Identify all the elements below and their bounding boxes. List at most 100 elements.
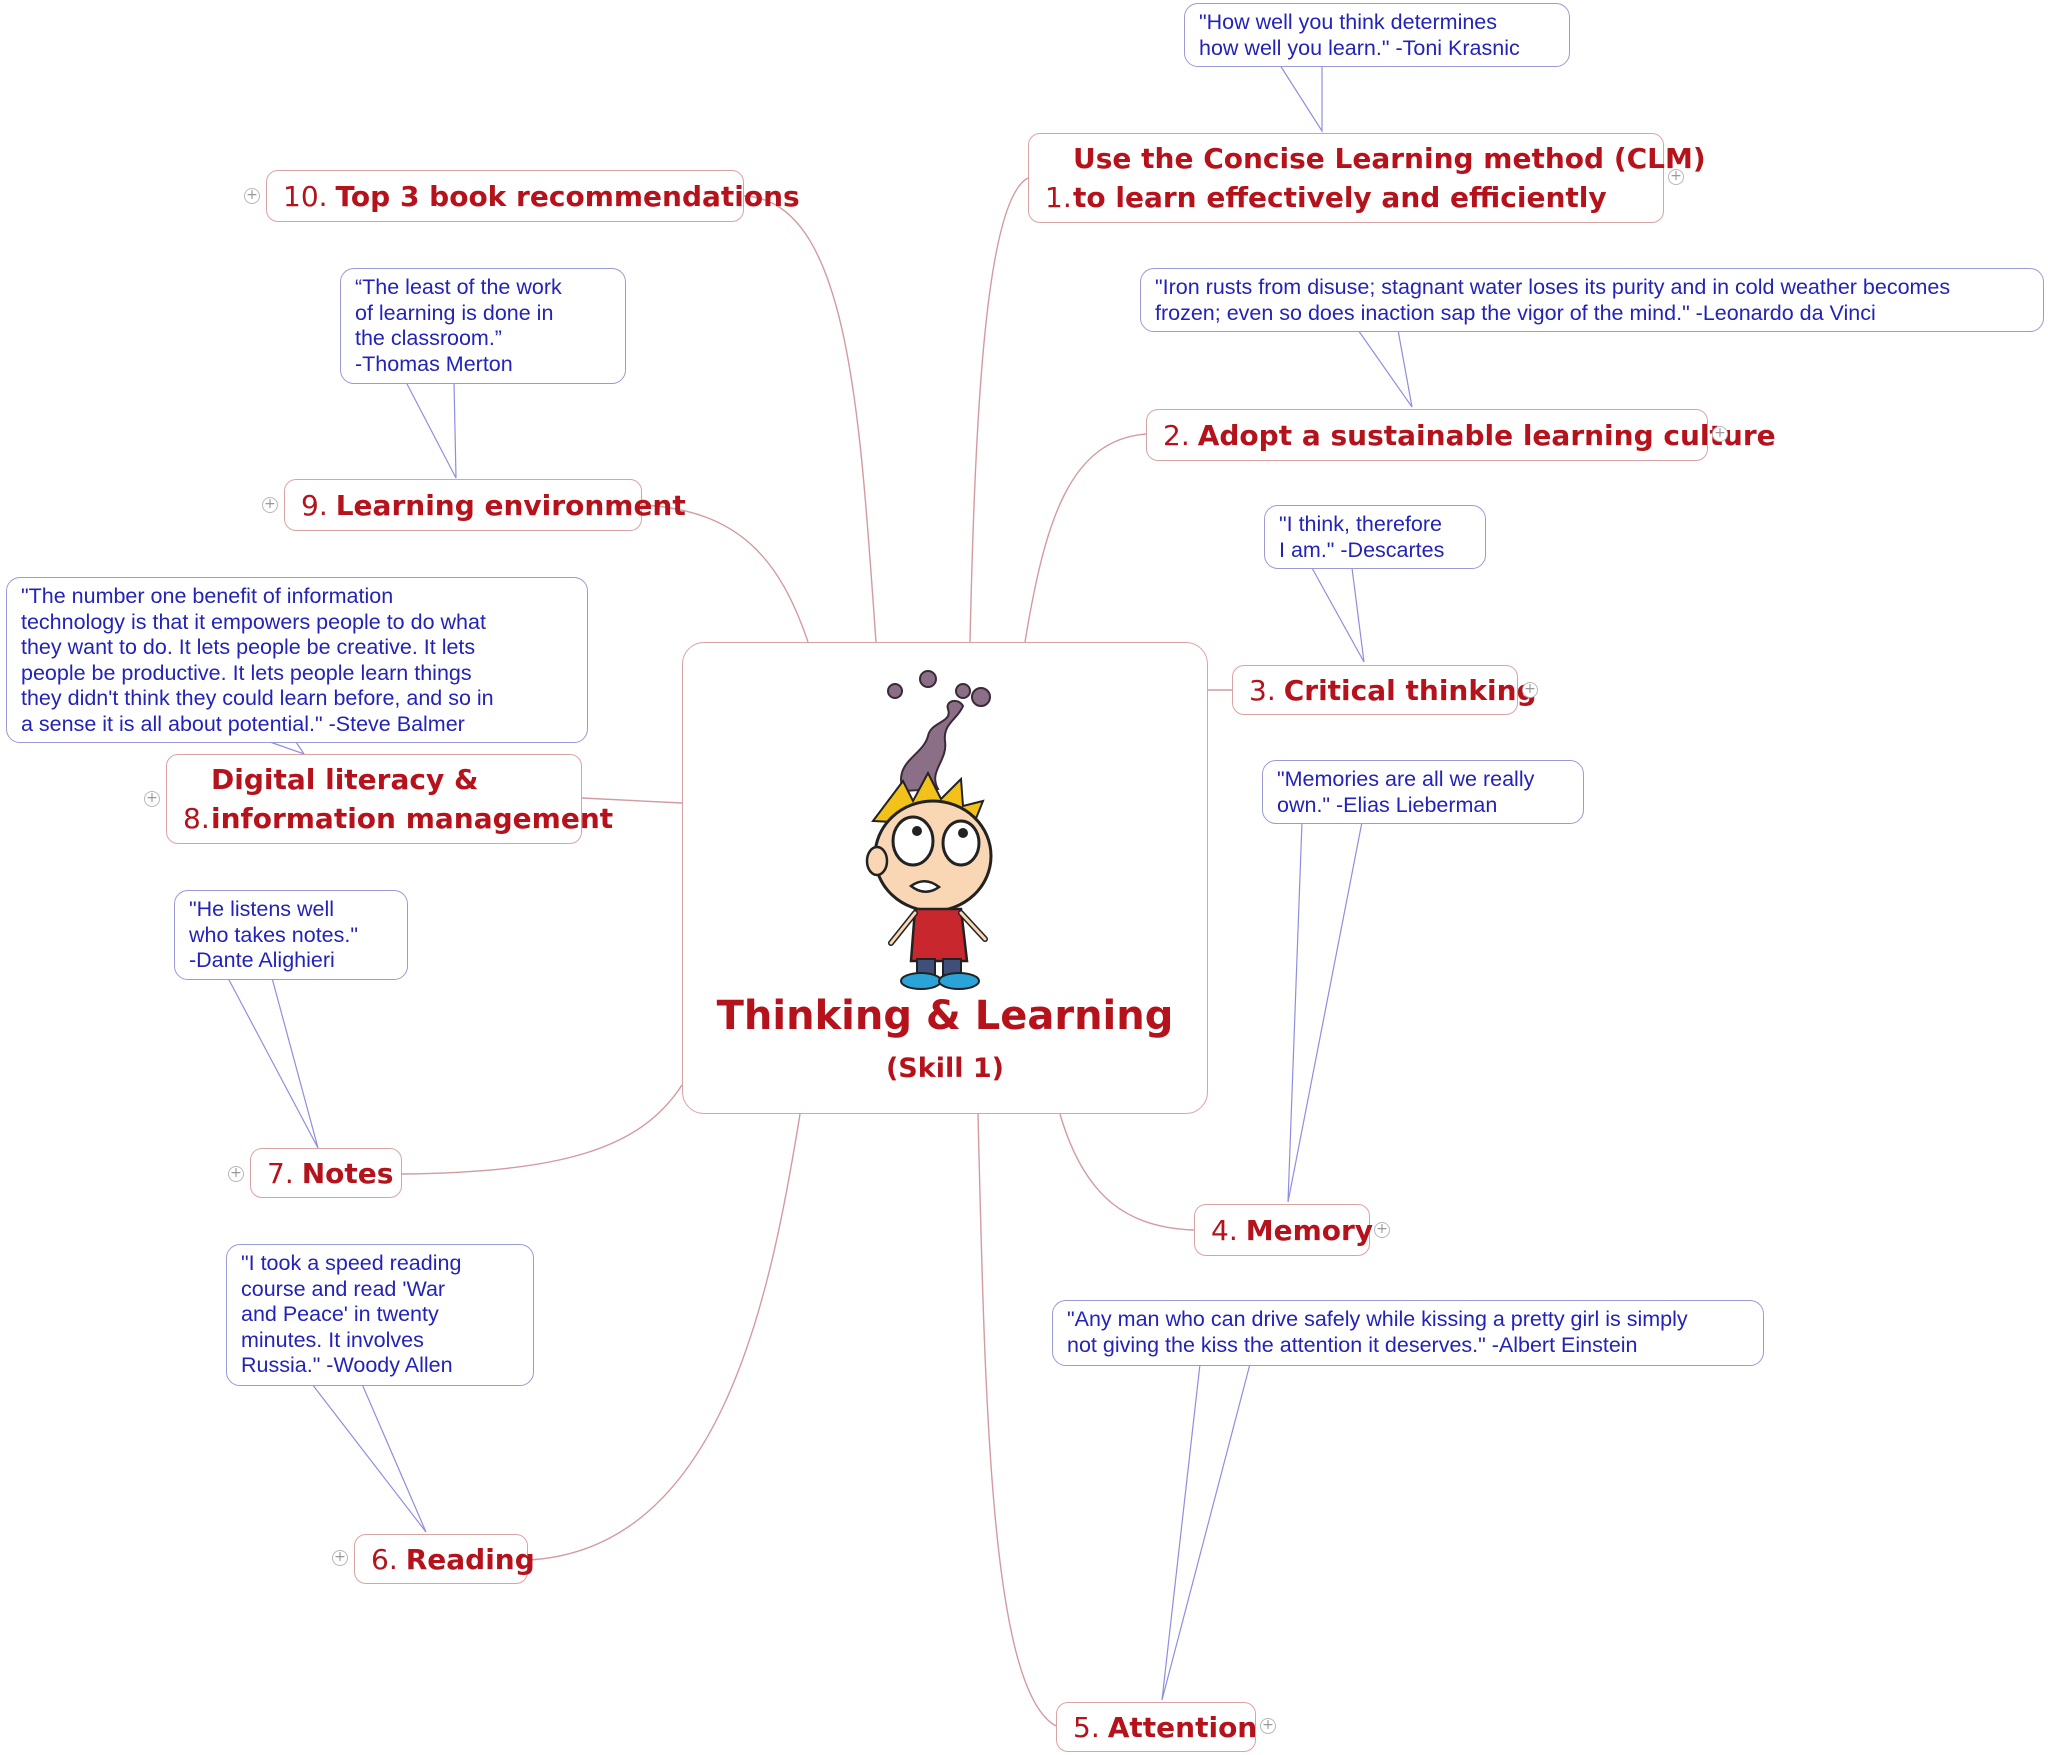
quote-8-line-4: people be productive. It lets people lea… bbox=[21, 660, 472, 685]
topic-10-label: Top 3 book recommendations bbox=[335, 179, 800, 213]
quote-8-line-1: "The number one benefit of information bbox=[21, 584, 394, 608]
topic-10-number: 10. bbox=[283, 179, 328, 213]
topic-9-label: Learning environment bbox=[335, 488, 686, 522]
confused-boy-illustration bbox=[865, 670, 993, 990]
topic-9-number: 9. bbox=[301, 488, 328, 522]
quote-2-line-2: frozen; even so does inaction sap the vi… bbox=[1155, 300, 1876, 325]
quote-callout-1[interactable]: "How well you think determines how well … bbox=[1184, 3, 1570, 67]
quote-8-line-6: a sense it is all about potential." -Ste… bbox=[21, 711, 465, 736]
quote-3-line-2: I am." -Descartes bbox=[1279, 537, 1445, 562]
quote-9-line-2: of learning is done in bbox=[355, 300, 554, 325]
quote-9-line-1: “The least of the work bbox=[355, 275, 562, 299]
pointer-quote-3 bbox=[1311, 567, 1365, 663]
topic-2-label: Adopt a sustainable learning culture bbox=[1197, 418, 1776, 452]
quote-callout-4[interactable]: "Memories are all we really own." -Elias… bbox=[1262, 760, 1584, 824]
quote-8-line-3: they want to do. It lets people be creat… bbox=[21, 635, 476, 660]
topic-8-line-1: Digital literacy & bbox=[211, 763, 479, 796]
quote-2-line-1: "Iron rusts from disuse; stagnant water … bbox=[1155, 275, 1951, 299]
quote-6-line-2: course and read 'War bbox=[241, 1276, 446, 1301]
topic-7[interactable]: 7.Notes bbox=[250, 1148, 402, 1198]
quote-6-line-3: and Peace' in twenty bbox=[241, 1302, 439, 1327]
quote-callout-2[interactable]: "Iron rusts from disuse; stagnant water … bbox=[1140, 268, 2044, 332]
topic-8[interactable]: Digital literacy & 8.information managem… bbox=[166, 754, 613, 844]
pointer-quote-8 bbox=[269, 741, 306, 756]
quote-6-line-1: "I took a speed reading bbox=[241, 1251, 462, 1275]
topic-1-number: 1. bbox=[1045, 181, 1072, 214]
topic-5-number: 5. bbox=[1073, 1710, 1100, 1744]
connector-topic-2 bbox=[1024, 433, 1147, 643]
topic-1-line-1: Use the Concise Learning method (CLM) bbox=[1073, 142, 1706, 175]
topic-3-label: Critical thinking bbox=[1283, 673, 1537, 707]
connector-topic-5 bbox=[977, 1113, 1057, 1727]
topic-6[interactable]: 6.Reading bbox=[354, 1534, 535, 1584]
quote-9-line-3: the classroom.” bbox=[355, 326, 502, 351]
pointer-quote-5 bbox=[1161, 1363, 1251, 1701]
quote-callout-7[interactable]: "He listens well who takes notes." -Dant… bbox=[174, 890, 408, 980]
quote-5-line-1: "Any man who can drive safely while kiss… bbox=[1067, 1307, 1688, 1331]
pointer-quote-9 bbox=[405, 381, 457, 479]
connector-topic-4 bbox=[1059, 1113, 1195, 1231]
topic-1-line-2: to learn effectively and efficiently bbox=[1073, 181, 1607, 214]
quote-9-line-4: -Thomas Merton bbox=[355, 351, 513, 376]
topic-4-label: Memory bbox=[1245, 1213, 1374, 1247]
quote-8-line-5: they didn't think they could learn befor… bbox=[21, 686, 494, 711]
quote-6-line-5: Russia." -Woody Allen bbox=[241, 1353, 453, 1378]
quote-3-line-1: "I think, therefore bbox=[1279, 512, 1442, 536]
topic-6-label: Reading bbox=[405, 1542, 535, 1576]
expand-topic-9-button[interactable]: + bbox=[262, 497, 278, 513]
expand-topic-10-button[interactable]: + bbox=[244, 188, 260, 204]
topic-3[interactable]: 3.Critical thinking bbox=[1232, 665, 1537, 715]
central-subtitle: (Skill 1) bbox=[885, 1053, 1005, 1084]
central-title: Thinking & Learning bbox=[716, 993, 1174, 1039]
topic-5-label: Attention bbox=[1107, 1710, 1258, 1744]
topic-6-number: 6. bbox=[371, 1542, 398, 1576]
quote-4-line-1: "Memories are all we really bbox=[1277, 767, 1535, 791]
topic-3-number: 3. bbox=[1249, 673, 1276, 707]
quote-callout-3[interactable]: "I think, therefore I am." -Descartes bbox=[1264, 505, 1486, 569]
quote-7-line-2: who takes notes." bbox=[189, 922, 358, 947]
quote-callout-5[interactable]: "Any man who can drive safely while kiss… bbox=[1052, 1300, 1764, 1366]
topic-8-number: 8. bbox=[183, 802, 210, 835]
quote-7-line-1: "He listens well bbox=[189, 897, 335, 921]
topic-1[interactable]: Use the Concise Learning method (CLM) 1.… bbox=[1028, 133, 1706, 223]
expand-topic-1-button[interactable]: + bbox=[1668, 169, 1684, 185]
pointer-quote-1 bbox=[1277, 61, 1323, 134]
quote-8-line-2: technology is that it empowers people to… bbox=[21, 609, 486, 634]
expand-topic-5-button[interactable]: + bbox=[1260, 1718, 1276, 1734]
expand-topic-6-button[interactable]: + bbox=[332, 1550, 348, 1566]
topic-2-number: 2. bbox=[1163, 418, 1190, 452]
pointer-quote-6 bbox=[311, 1383, 427, 1533]
quote-callout-9[interactable]: “The least of the work of learning is do… bbox=[340, 268, 626, 384]
quote-1-line-2: how well you learn." -Toni Krasnic bbox=[1199, 35, 1520, 60]
pointer-quote-4 bbox=[1287, 821, 1363, 1203]
quote-callout-8[interactable]: "The number one benefit of information t… bbox=[6, 577, 588, 743]
pointer-quote-2 bbox=[1357, 329, 1413, 408]
topic-2[interactable]: 2.Adopt a sustainable learning culture bbox=[1146, 409, 1776, 461]
quote-7-line-3: -Dante Alighieri bbox=[189, 948, 335, 973]
connector-topic-9 bbox=[641, 504, 809, 643]
topic-9[interactable]: 9.Learning environment bbox=[284, 479, 686, 531]
expand-topic-3-button[interactable]: + bbox=[1522, 682, 1538, 698]
central-topic[interactable]: Thinking & Learning (Skill 1) bbox=[682, 642, 1208, 1114]
connector-topic-1 bbox=[969, 177, 1029, 643]
connector-topic-10 bbox=[743, 195, 877, 643]
topic-7-label: Notes bbox=[301, 1156, 394, 1190]
connector-topic-6 bbox=[527, 1113, 801, 1561]
expand-topic-7-button[interactable]: + bbox=[228, 1166, 244, 1182]
quote-callout-6[interactable]: "I took a speed reading course and read … bbox=[226, 1244, 534, 1386]
topic-8-line-2: information management bbox=[211, 802, 614, 835]
connector-topic-7 bbox=[401, 1084, 683, 1175]
topic-5[interactable]: 5.Attention bbox=[1056, 1702, 1258, 1752]
quote-6-line-4: minutes. It involves bbox=[241, 1327, 424, 1352]
quote-4-line-2: own." -Elias Lieberman bbox=[1277, 792, 1498, 817]
topic-7-number: 7. bbox=[267, 1156, 294, 1190]
expand-topic-4-button[interactable]: + bbox=[1374, 1222, 1390, 1238]
expand-topic-2-button[interactable]: + bbox=[1712, 426, 1728, 442]
quote-5-line-2: not giving the kiss the attention it des… bbox=[1067, 1332, 1638, 1357]
expand-topic-8-button[interactable]: + bbox=[144, 791, 160, 807]
topic-10[interactable]: 10.Top 3 book recommendations bbox=[266, 170, 800, 222]
topic-4[interactable]: 4.Memory bbox=[1194, 1204, 1374, 1256]
quote-1-line-1: "How well you think determines bbox=[1199, 10, 1498, 34]
topic-4-number: 4. bbox=[1211, 1213, 1238, 1247]
